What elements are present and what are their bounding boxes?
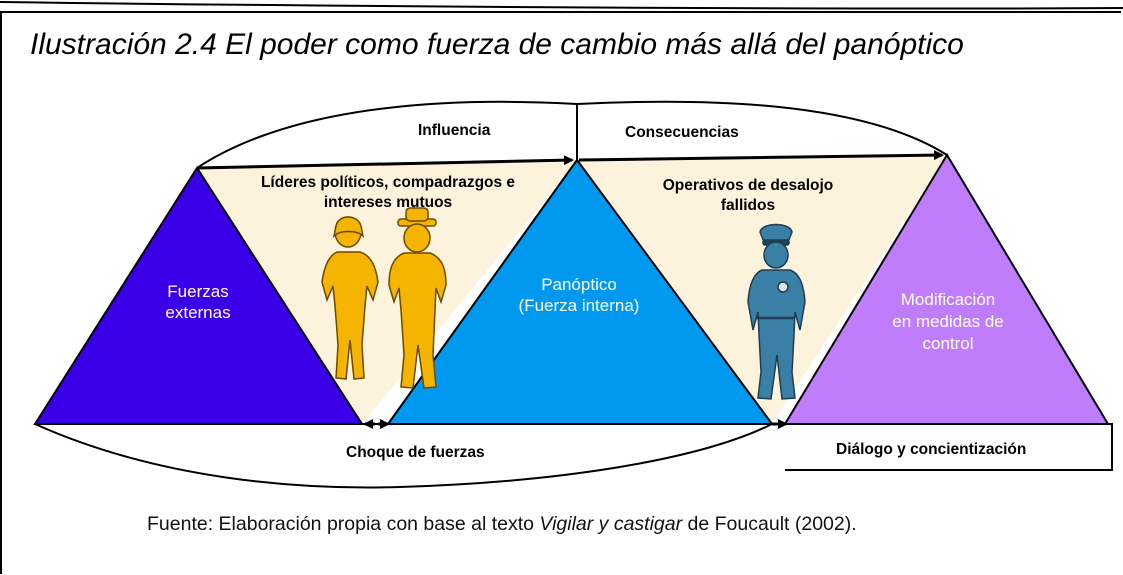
influence-arrow	[196, 155, 574, 170]
figure-frame	[0, 11, 1121, 574]
source-citation: Fuente: Elaboración propia con base al t…	[147, 513, 857, 536]
band-left	[197, 160, 577, 424]
police-officer-icon	[747, 223, 806, 400]
external-forces-line1: Fuerzas	[167, 282, 228, 301]
top-edge-line	[0, 1, 1123, 10]
leaders-text-line1: Líderes políticos, compadrazgos e	[261, 174, 515, 191]
modification-line3: control	[922, 334, 973, 353]
man-with-hat-figure-icon	[388, 207, 447, 389]
panoptic-line1: Panóptico	[541, 275, 617, 294]
dialogue-box	[785, 423, 1113, 471]
consequences-label: Consecuencias	[625, 124, 739, 141]
top-arc-left	[196, 100, 578, 169]
external-forces-line2: externas	[165, 303, 230, 322]
top-arc-right	[576, 100, 948, 156]
source-prefix: Fuente: Elaboración propia con base al t…	[147, 513, 540, 535]
influence-label: Influencia	[418, 122, 491, 139]
leaders-text-line2: intereses mutuos	[324, 194, 452, 211]
operations-text-line2: fallidos	[721, 197, 775, 214]
source-suffix: de Foucault (2002).	[682, 513, 857, 535]
modification-line2: en medidas de	[892, 312, 1004, 331]
panoptic-line2: (Fuerza interna)	[519, 296, 640, 315]
modification-line1: Modificación	[901, 290, 996, 309]
operations-text-line1: Operativos de desalojo	[663, 177, 834, 194]
clash-label: Choque de fuerzas	[346, 444, 485, 461]
woman-figure-icon	[321, 216, 379, 380]
bottom-arc	[34, 423, 773, 489]
source-book-title: Vigilar y castigar	[539, 513, 683, 535]
figure-caption: Ilustración 2.4 El poder como fuerza de …	[30, 28, 964, 61]
dialogue-label: Diálogo y concientización	[836, 441, 1026, 458]
consequences-arrow	[578, 150, 944, 162]
